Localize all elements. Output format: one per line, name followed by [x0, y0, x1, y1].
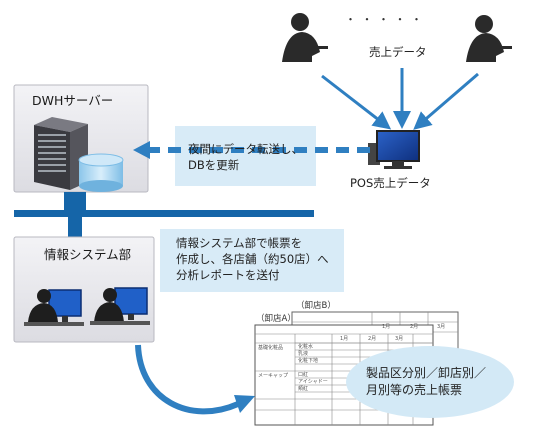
item-1-1: 化粧水 — [298, 344, 314, 350]
front-month-1: 1月 — [340, 336, 349, 342]
network-bus — [14, 210, 314, 217]
transfer-note-line1: 夜間にデータ転送し、 — [188, 142, 303, 156]
database-icon — [78, 153, 124, 192]
report-note-line2: 作成し、各店舗（約50店）へ — [176, 252, 329, 266]
category-1-label: 基礎化粧品 — [258, 345, 284, 351]
customer-figure-right — [466, 15, 512, 62]
category-2-label: メーキャップ — [258, 373, 289, 379]
item-2-1: 口紅 — [298, 372, 309, 378]
item-2-3: 頰紅 — [298, 386, 309, 392]
transfer-note-box — [175, 126, 316, 186]
info-dept-title: 情報システム部 — [44, 247, 132, 262]
report-note-line3: 分析レポートを送付 — [176, 268, 280, 282]
item-2-2: アイシャドー — [298, 379, 328, 385]
transfer-note-line2: DBを更新 — [188, 158, 240, 172]
report-caption-bubble — [346, 346, 514, 418]
server-icon — [34, 117, 88, 190]
transfer-dashed-arrow — [133, 141, 370, 159]
back-month-1: 1月 — [382, 324, 391, 330]
back-month-3: 3月 — [437, 324, 446, 330]
pos-terminal-icon — [368, 130, 420, 169]
delivery-curved-arrow — [135, 344, 255, 415]
dwh-server-title: DWHサーバー — [32, 93, 114, 108]
report-caption-line2: 月別等の売上帳票 — [366, 383, 463, 397]
pos-dots: ・ ・ ・ ・ ・ — [345, 13, 423, 26]
operator-figure-left — [24, 289, 84, 326]
pos-top-label: 売上データ — [369, 45, 427, 59]
network-drop-info — [68, 217, 82, 237]
sheet-label-a: （卸店A） — [256, 314, 296, 324]
customer-figure-left — [282, 13, 328, 62]
report-note-line1: 情報システム部で帳票を — [176, 236, 303, 250]
sales-data-arrows — [321, 68, 479, 130]
operator-figure-right — [90, 287, 150, 325]
sheet-label-b: （卸店B） — [296, 301, 336, 311]
back-month-2: 2月 — [410, 324, 419, 330]
pos-terminal-label: POS売上データ — [350, 176, 431, 190]
front-month-3: 3月 — [395, 336, 404, 342]
item-1-3: 化粧下地 — [298, 358, 319, 364]
item-1-2: 乳液 — [298, 351, 309, 357]
report-note-box — [160, 229, 344, 292]
report-caption-line1: 製品区分別／卸店別／ — [366, 366, 487, 380]
network-drop-dwh — [64, 192, 86, 210]
front-month-2: 2月 — [368, 336, 377, 342]
